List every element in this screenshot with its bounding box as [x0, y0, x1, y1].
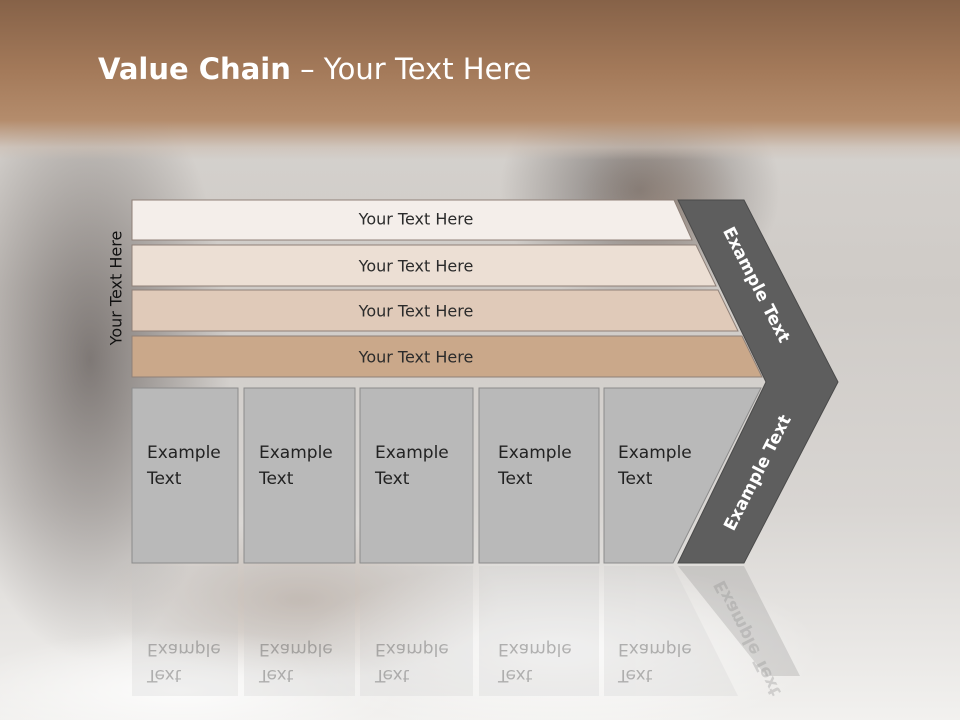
- cell-reflection-1: [132, 566, 238, 696]
- cell-4-line2: Text: [498, 469, 533, 489]
- cell-5-line2: Text: [618, 469, 653, 489]
- cell-reflection-2: [244, 566, 355, 696]
- chevron-reflection: [678, 566, 800, 676]
- side-label: Your Text Here: [106, 230, 126, 346]
- cell-3-reflection-text: Text Example: [375, 636, 449, 688]
- cell-reflections: [132, 566, 738, 696]
- bar-4: [131, 335, 763, 378]
- cell-5-line1: Example: [618, 443, 692, 463]
- cell-3-line2: Text: [375, 469, 410, 489]
- cell-3-reflection-line2: Text: [375, 665, 410, 685]
- bar-3: [131, 289, 739, 332]
- cell-4: [478, 387, 600, 564]
- bar-3-label: Your Text Here: [358, 301, 474, 321]
- cell-reflection-5: [604, 566, 738, 696]
- bar-1-label: Your Text Here: [358, 209, 474, 229]
- title-band: [0, 0, 960, 160]
- bar-2: [131, 244, 717, 287]
- cell-2-line2: Text: [259, 469, 294, 489]
- bar-4-label: Your Text Here: [358, 347, 474, 367]
- cell-1: [131, 387, 239, 564]
- cell-5: [603, 387, 762, 564]
- cell-3: [359, 387, 474, 564]
- bar-1: [131, 199, 693, 241]
- cell-5-reflection-line1: Example: [618, 639, 692, 659]
- cell-5-reflection-text: Text Example: [618, 636, 692, 688]
- cell-reflection-4: [479, 566, 599, 696]
- cell-1-reflection-line1: Example: [147, 639, 221, 659]
- cell-2: [243, 387, 356, 564]
- cell-2-reflection-text: Text Example: [259, 636, 333, 688]
- cell-4-reflection-line2: Text: [498, 665, 533, 685]
- title-rest: – Your Text Here: [290, 52, 532, 86]
- cell-2-reflection-line2: Text: [259, 665, 294, 685]
- cell-3-reflection-line1: Example: [375, 639, 449, 659]
- cell-2-line1: Example: [259, 443, 333, 463]
- chevron-arrow: [677, 199, 839, 564]
- cell-5-reflection-line2: Text: [618, 665, 653, 685]
- cell-3-line1: Example: [375, 443, 449, 463]
- cell-4-line1: Example: [498, 443, 572, 463]
- cell-1-reflection-line2: Text: [147, 665, 182, 685]
- bar-2-label: Your Text Here: [358, 256, 474, 276]
- cell-reflection-3: [360, 566, 473, 696]
- cell-2-reflection-line1: Example: [259, 639, 333, 659]
- cell-1-line2: Text: [147, 469, 182, 489]
- title-bold: Value Chain: [98, 52, 291, 86]
- cell-1-reflection-text: Text Example: [147, 636, 221, 688]
- cell-1-line1: Example: [147, 443, 221, 463]
- slide-title: Value Chain – Your Text Here: [98, 52, 532, 86]
- cell-4-reflection-line1: Example: [498, 639, 572, 659]
- cell-4-reflection-text: Text Example: [498, 636, 572, 688]
